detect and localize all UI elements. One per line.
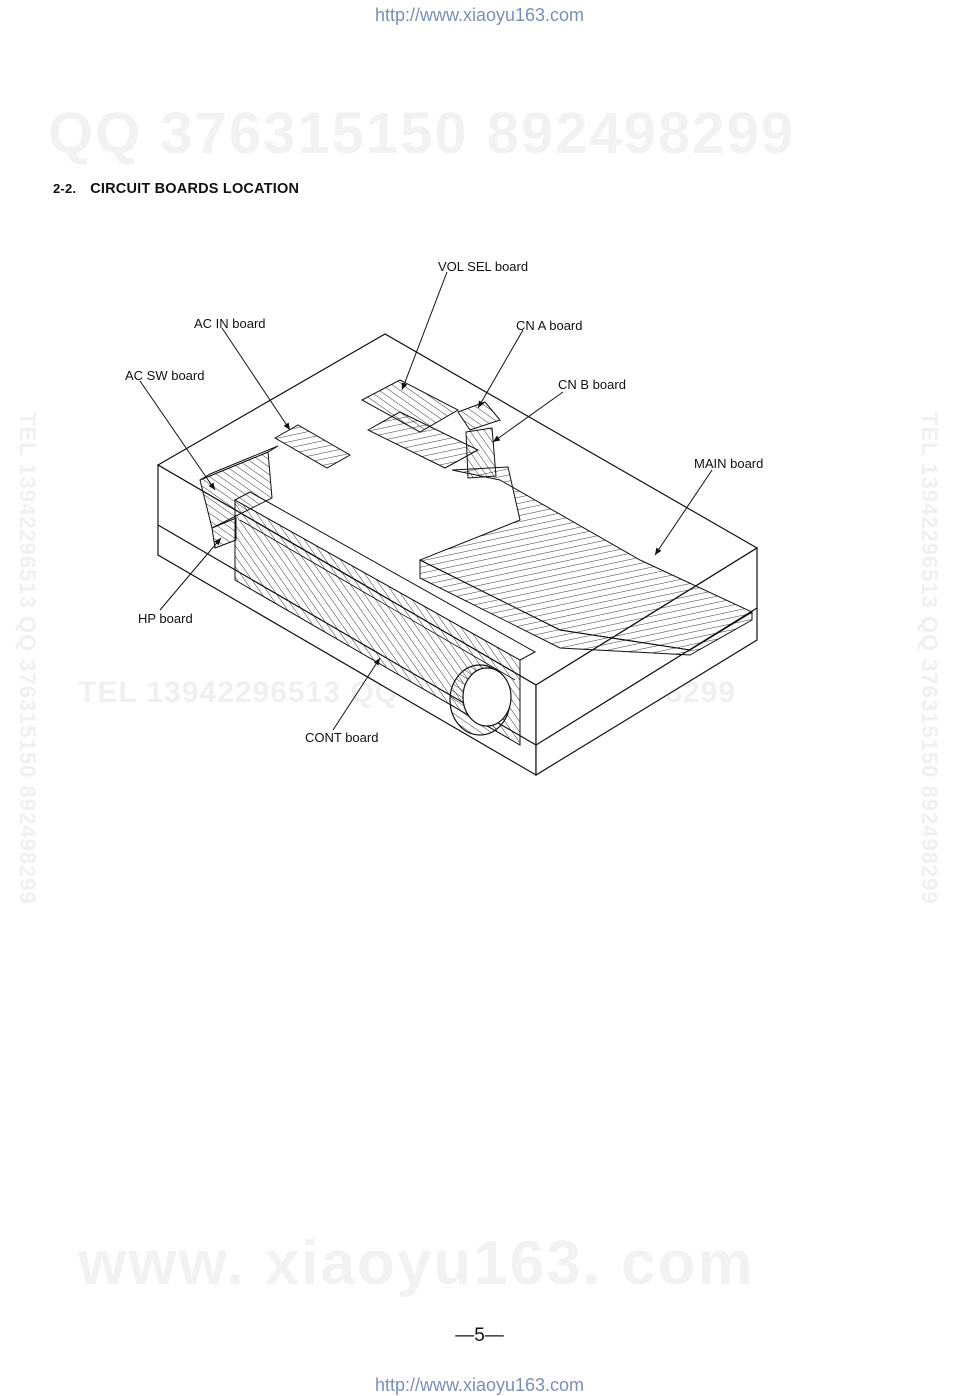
ac-in-board (273, 424, 352, 469)
watermark-site: www. xiaoyu163. com (78, 1229, 755, 1298)
watermark-qq: QQ 376315150 892498299 (48, 101, 796, 166)
header-url[interactable]: http://www.xiaoyu163.com (374, 5, 585, 25)
leader-lines (139, 271, 713, 731)
label-ac-in-board: AC IN board (194, 316, 266, 331)
label-cn-b-board: CN B board (558, 377, 626, 392)
main-board-edge (419, 559, 753, 656)
circuit-boards-diagram (139, 271, 759, 777)
section-heading: 2-2. CIRCUIT BOARDS LOCATION (53, 181, 299, 197)
cn-a-board (457, 401, 501, 431)
section-number: 2-2. (53, 181, 77, 196)
watermark-vertical-left: TEL 13942296513 QQ 376315150 892498299 (15, 412, 40, 905)
label-vol-sel-board: VOL SEL board (438, 259, 529, 274)
page-number: —5— (455, 1325, 504, 1346)
label-cont-board: CONT board (305, 730, 379, 745)
section-title: CIRCUIT BOARDS LOCATION (90, 181, 300, 197)
label-hp-board: HP board (138, 611, 193, 626)
label-ac-sw-board: AC SW board (125, 368, 205, 383)
cn-b-board (465, 427, 497, 479)
label-cn-a-board: CN A board (516, 318, 583, 333)
volume-knob (449, 664, 512, 736)
label-main-board: MAIN board (694, 456, 764, 471)
footer-url[interactable]: http://www.xiaoyu163.com (374, 1375, 585, 1395)
watermark-vertical-right: TEL 13942296513 QQ 376315150 892498299 (917, 412, 942, 905)
